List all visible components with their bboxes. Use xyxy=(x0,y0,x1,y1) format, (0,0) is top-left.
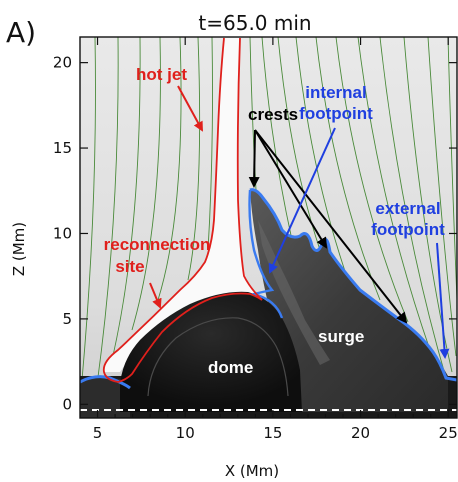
field-line xyxy=(131,37,161,331)
plot-frame xyxy=(79,36,458,419)
field-line xyxy=(95,37,119,393)
y-tick-label: 10 xyxy=(53,224,72,242)
dome-inner-contour xyxy=(147,317,289,397)
y-tick-label: 20 xyxy=(53,54,72,72)
field-line xyxy=(207,37,213,251)
field-line xyxy=(261,37,293,241)
plot-area xyxy=(80,37,457,418)
x-tick-label: 20 xyxy=(351,424,370,442)
plot-title: t=65.0 min xyxy=(198,11,311,35)
y-tick-label: 5 xyxy=(62,310,72,328)
crest-arrow-1 xyxy=(248,129,260,188)
field-line xyxy=(111,37,141,361)
panel-label: A) xyxy=(6,16,36,49)
y-tick-label: 0 xyxy=(62,395,72,413)
annotation-internal-2: footpoint xyxy=(299,104,373,123)
field-line xyxy=(357,37,431,351)
hot-jet-region xyxy=(103,38,263,372)
field-line xyxy=(447,37,457,301)
field-line xyxy=(315,37,381,301)
annotation-external-2: footpoint xyxy=(371,220,445,239)
x-tick-label: 25 xyxy=(439,424,458,442)
field-line xyxy=(295,37,349,281)
annotation-reconnection-2: site xyxy=(115,257,144,276)
y-axis-label: Z (Mm) xyxy=(10,222,28,276)
hot-jet-arrow xyxy=(177,85,203,132)
x-tick-label: 5 xyxy=(93,424,103,442)
field-line xyxy=(379,37,447,379)
dome-region xyxy=(120,291,302,412)
internal-footpoint-arrow xyxy=(268,127,336,274)
x-tick-label: 15 xyxy=(263,424,282,442)
annotation-dome: dome xyxy=(208,358,253,377)
field-line xyxy=(277,37,321,251)
field-line xyxy=(157,37,182,301)
crest-arrow-2 xyxy=(254,129,328,249)
annotation-internal-1: internal xyxy=(305,83,366,102)
reconnection-arrow xyxy=(149,282,162,309)
annotation-surge: surge xyxy=(318,327,364,346)
crest-arrow-3 xyxy=(254,129,408,324)
annotation-external-1: external xyxy=(375,199,440,218)
field-line xyxy=(427,37,457,357)
annotations: hot jet crests internal footpoint reconn… xyxy=(104,65,450,377)
y-tick-label: 15 xyxy=(53,139,72,157)
surge-region xyxy=(250,189,448,412)
annotation-reconnection-1: reconnection xyxy=(104,235,211,254)
surge-inner-shading xyxy=(258,220,330,365)
external-footpoint-arrow xyxy=(436,242,450,359)
annotation-hot-jet: hot jet xyxy=(136,65,187,84)
field-line xyxy=(81,37,96,381)
field-line xyxy=(335,37,409,323)
x-axis-label: X (Mm) xyxy=(225,462,279,480)
axis-ticks xyxy=(80,37,457,418)
annotation-crests: crests xyxy=(248,105,298,124)
red-contour xyxy=(102,37,263,383)
field-line xyxy=(187,37,201,281)
axis-tick-labels: 5 10 15 20 25 0 5 10 15 20 xyxy=(53,54,458,442)
x-tick-label: 10 xyxy=(176,424,195,442)
